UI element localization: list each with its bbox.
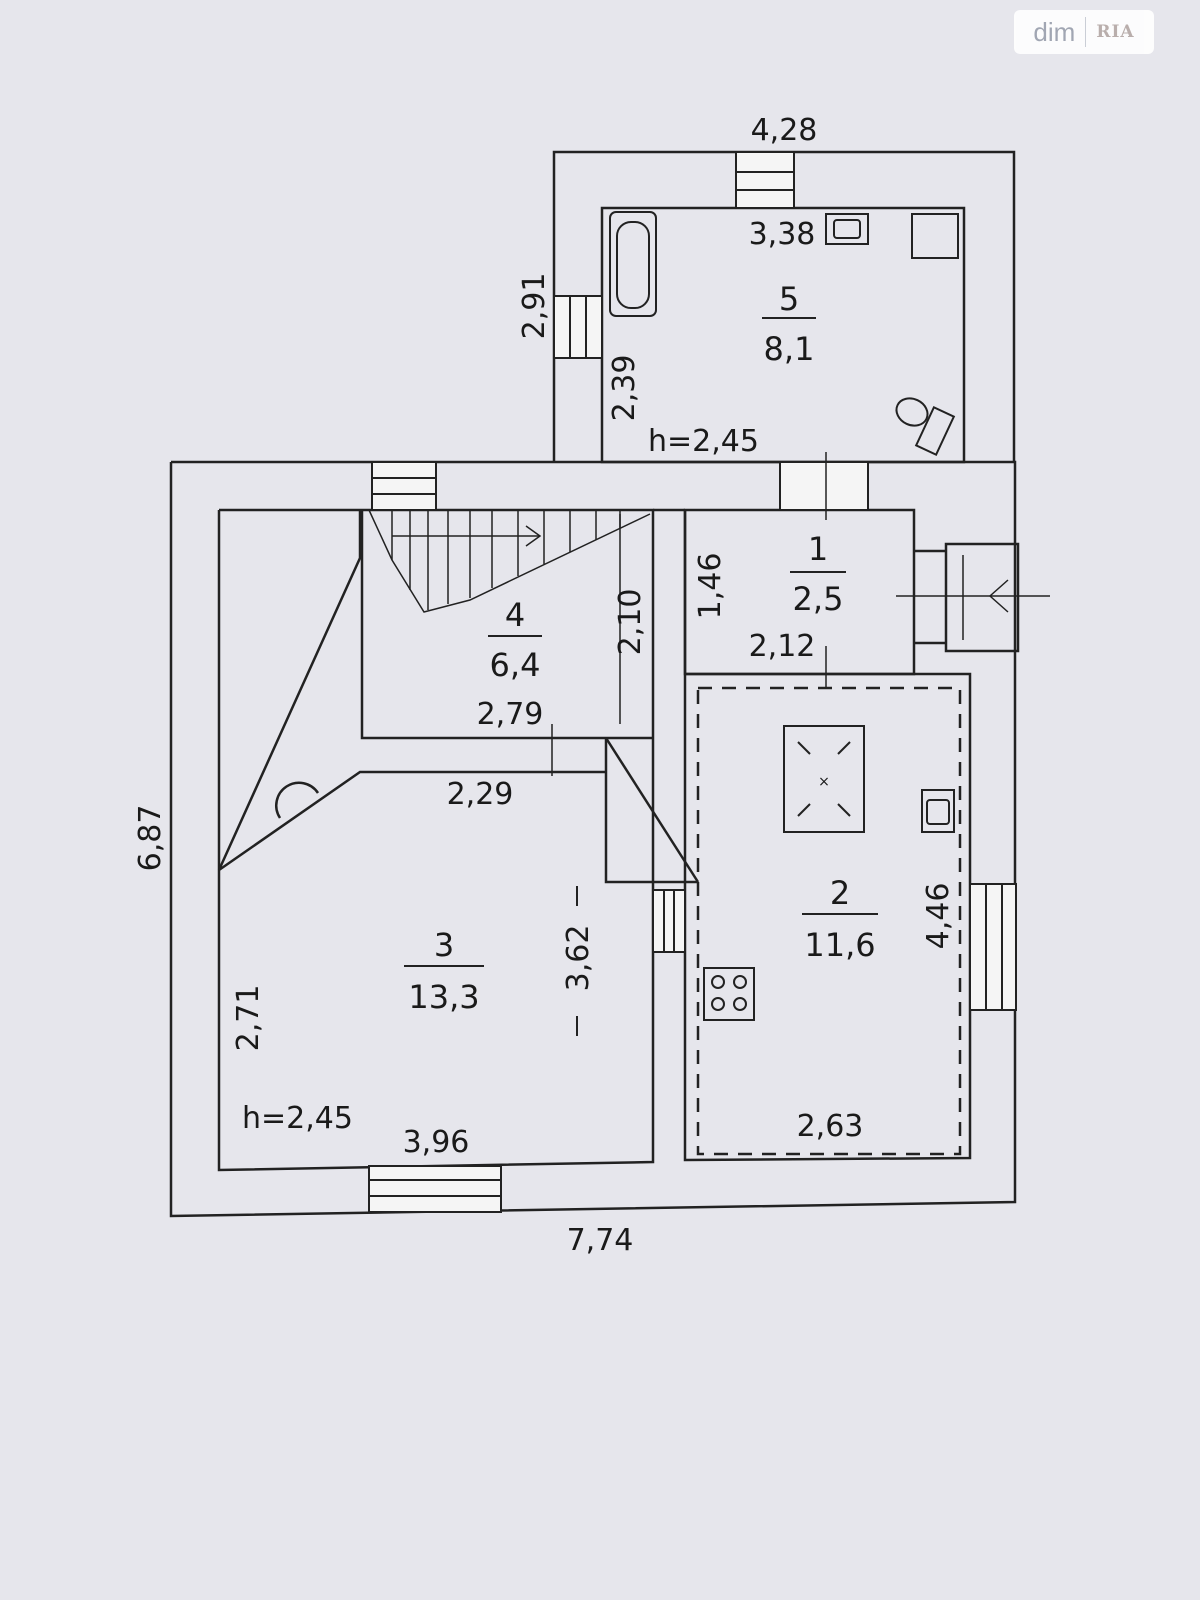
room4-number: 4 [505, 596, 525, 634]
dim-room4-width: 2,79 [477, 697, 544, 732]
stove-icon [703, 967, 755, 1021]
room1-number: 1 [808, 530, 828, 568]
dim-room1-height: 1,46 [693, 553, 728, 620]
room5-area: 8,1 [764, 330, 815, 368]
dim-room3-left: 2,71 [231, 985, 266, 1052]
door-swing-arc [275, 781, 320, 819]
window-bath-left [553, 295, 603, 359]
dim-bath-inner-height: 2,39 [607, 355, 642, 422]
dim-room1-width: 2,12 [749, 629, 816, 664]
porch [944, 542, 1020, 653]
bathtub-icon [609, 211, 657, 317]
room4-area: 6,4 [490, 646, 541, 684]
room4-wall [360, 510, 653, 740]
room1-area: 2,5 [793, 580, 844, 618]
window-room3 [652, 889, 686, 953]
watermark-separator [1085, 17, 1087, 47]
dim-room3-top: 2,29 [447, 777, 514, 812]
dim-overall-width: 7,74 [567, 1223, 634, 1258]
dim-room3-depth: 3,62 [561, 925, 596, 992]
bathroom-height: h=2,45 [648, 424, 759, 459]
closet-wall [604, 738, 698, 884]
kitchen-counter [696, 686, 962, 1156]
dim-room3-width: 3,96 [403, 1125, 470, 1160]
dim-room2-height: 4,46 [921, 883, 956, 950]
watermark-logo: dim RIA [1014, 10, 1154, 54]
room3-number: 3 [434, 926, 454, 964]
dim-room2-width: 2,63 [797, 1109, 864, 1144]
window-bottom [368, 1165, 502, 1213]
room2-number: 2 [830, 874, 850, 912]
shower-icon [911, 213, 959, 259]
diagonal-wall [217, 510, 362, 871]
window-room4 [371, 461, 437, 511]
dim-bath-outer-height: 2,91 [517, 273, 552, 340]
sink-icon [825, 213, 869, 245]
watermark-mark: RIA [1096, 22, 1135, 42]
dim-top-width: 4,28 [751, 113, 818, 148]
dim-bath-width: 3,38 [749, 217, 816, 252]
stairs [368, 509, 651, 613]
boiler-icon [783, 725, 865, 833]
boiler-mark: × [818, 774, 830, 790]
window-room1 [779, 461, 869, 511]
dim-room4-height: 2,10 [613, 589, 648, 656]
room3-inner-wall [217, 508, 655, 1172]
watermark-brand: dim [1033, 16, 1076, 47]
window-top [735, 151, 795, 209]
room2-area: 11,6 [804, 926, 875, 964]
window-room2 [969, 883, 1017, 1011]
kitchen-sink-icon [921, 789, 955, 833]
living-height: h=2,45 [242, 1101, 353, 1136]
toilet-icon [914, 405, 956, 457]
room5-number: 5 [779, 280, 799, 318]
dim-overall-height: 6,87 [133, 805, 168, 872]
room3-area: 13,3 [408, 978, 479, 1016]
